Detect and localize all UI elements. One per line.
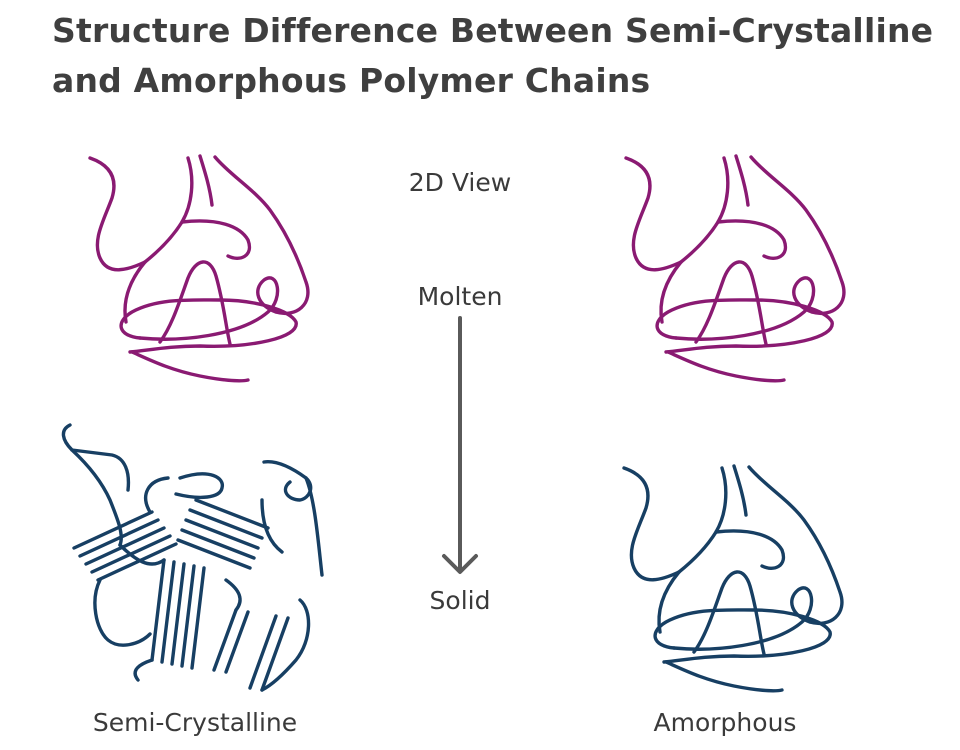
view-label: 2D View [408, 168, 512, 197]
title-line-2: and Amorphous Polymer Chains [52, 61, 651, 100]
caption-amorphous: Amorphous [653, 708, 797, 737]
caption-semicrystalline: Semi-Crystalline [92, 708, 298, 737]
solid-chain-amorphous [622, 464, 844, 693]
title-line-1: Structure Difference Between Semi-Crysta… [52, 11, 934, 50]
down-arrow-icon [442, 316, 478, 574]
page-title: Structure Difference Between Semi-Crysta… [52, 6, 933, 106]
solid-label: Solid [429, 586, 491, 615]
molten-label: Molten [417, 282, 503, 311]
solid-chain-semicrystalline [61, 423, 324, 692]
molten-chain-amorphous [624, 154, 846, 383]
molten-chain-semicrystalline [88, 154, 310, 383]
